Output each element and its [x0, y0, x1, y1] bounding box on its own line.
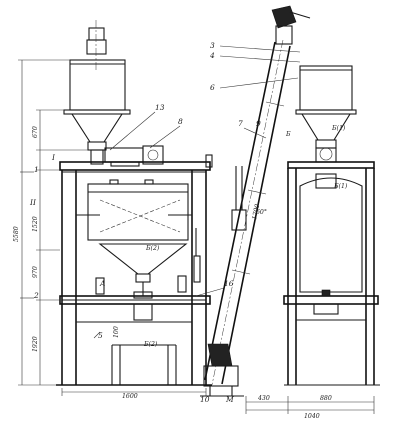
side-fittings — [95, 228, 201, 295]
dim-right-430: 430 — [257, 395, 270, 402]
note-b2-upper: Б(2) — [145, 245, 160, 252]
dim-leg-height: 1920 — [32, 336, 39, 352]
label-I: I — [51, 153, 56, 162]
label-3: 3 — [210, 41, 215, 50]
dim-right-880: 880 — [320, 395, 332, 402]
label-16: 16 — [224, 279, 234, 288]
note-b1-upper: Б(1) — [331, 125, 346, 132]
label-6: 6 — [210, 83, 215, 92]
dim-side-100: 100 — [113, 326, 120, 338]
label-II: II — [29, 198, 37, 207]
dim-side-b: Б — [285, 131, 291, 138]
drive-motor — [104, 145, 164, 167]
label-M: M — [225, 395, 234, 404]
label-5: 5 — [98, 331, 103, 340]
dim-conveyor-1700: 1700 — [251, 203, 261, 220]
label-4: 4 — [209, 51, 215, 60]
label-10: 10 — [200, 395, 210, 404]
left-dimension-lines — [18, 59, 207, 396]
note-b1-lower: Б(1) — [333, 183, 348, 190]
label-2: 2 — [33, 291, 39, 300]
dim-hopper-height: 670 — [32, 126, 39, 138]
side-view: 430 880 1040 3 4 6 Б(1) Б(1) — [209, 41, 380, 420]
label-13: 13 — [155, 103, 165, 112]
label-8: 8 — [178, 117, 183, 126]
dim-upper-frame-height: 1520 — [32, 216, 39, 232]
note-b2-lower: Б(2) — [143, 341, 158, 348]
lower-funnel — [98, 243, 188, 299]
top-drive-unit — [86, 20, 107, 72]
label-A: A — [99, 279, 106, 288]
label-7: 7 — [238, 119, 243, 128]
label-1: 1 — [34, 165, 39, 174]
dim-right-1040: 1040 — [304, 413, 320, 420]
main-frame — [59, 154, 213, 385]
dim-middle-height: 970 — [32, 266, 39, 278]
dim-base-width: 1600 — [122, 393, 138, 400]
dim-total-height: 5580 — [13, 226, 20, 242]
left-hopper — [63, 59, 131, 165]
lower-frame — [56, 303, 212, 386]
dim-conveyor-angle: 60° — [256, 209, 267, 216]
inclined-conveyor: 1700 60° 7 9 10 M Б — [200, 5, 311, 404]
label-9: 9 — [256, 119, 261, 128]
mixer-drum — [87, 179, 189, 241]
front-view: 5580 670 1520 970 1920 1600 100 1 2 I II… — [13, 20, 234, 400]
